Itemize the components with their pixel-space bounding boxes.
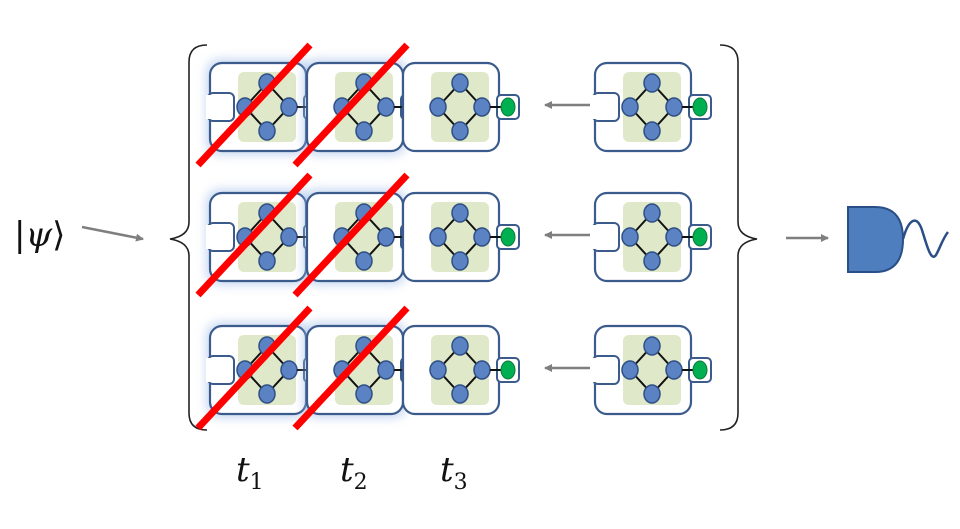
module-core bbox=[238, 335, 296, 405]
network-node bbox=[451, 251, 469, 271]
network-node bbox=[643, 73, 661, 93]
right-bracket bbox=[719, 44, 758, 431]
module-r3-c3 bbox=[401, 324, 520, 416]
cross-r3-c2 bbox=[292, 305, 410, 431]
network-node bbox=[377, 227, 395, 247]
network-node bbox=[451, 203, 469, 223]
notch-gap bbox=[591, 358, 597, 382]
port-dot bbox=[500, 97, 516, 117]
wave-icon bbox=[901, 219, 949, 258]
module-core bbox=[335, 72, 393, 142]
network-node bbox=[643, 384, 661, 404]
cross-r1-c2 bbox=[292, 42, 410, 168]
port-dot bbox=[500, 227, 516, 247]
network-node bbox=[355, 384, 373, 404]
network-node bbox=[643, 121, 661, 141]
time-label-t2: t2 bbox=[340, 450, 368, 495]
network-node bbox=[451, 121, 469, 141]
network-node bbox=[429, 227, 447, 247]
time-label-t3: t3 bbox=[440, 450, 468, 495]
module-core bbox=[335, 202, 393, 272]
network-node bbox=[258, 251, 276, 271]
module-core bbox=[623, 202, 681, 272]
incoming-module-r2 bbox=[591, 191, 712, 283]
network-node bbox=[280, 360, 298, 380]
network-node bbox=[355, 121, 373, 141]
network-node bbox=[429, 97, 447, 117]
network-node bbox=[377, 97, 395, 117]
module-core bbox=[623, 72, 681, 142]
cross-r2-c2 bbox=[292, 172, 410, 298]
network-node bbox=[621, 227, 639, 247]
port-dot bbox=[692, 97, 708, 117]
ket-open: | bbox=[14, 215, 25, 255]
input-state-label: |ψ⟩ bbox=[14, 215, 65, 255]
network-node bbox=[665, 97, 683, 117]
module-grid bbox=[195, 42, 712, 431]
notch-gap bbox=[206, 95, 212, 119]
network-node bbox=[429, 360, 447, 380]
network-node bbox=[473, 360, 491, 380]
notch-gap bbox=[206, 225, 212, 249]
notch-gap bbox=[206, 358, 212, 382]
incoming-module-r1 bbox=[591, 61, 712, 153]
module-r1-c3 bbox=[401, 61, 520, 153]
port-dot bbox=[692, 227, 708, 247]
photodetector-icon bbox=[847, 206, 905, 273]
network-node bbox=[451, 336, 469, 356]
network-node bbox=[621, 97, 639, 117]
notch-gap bbox=[591, 225, 597, 249]
psi-symbol: ψ bbox=[25, 215, 52, 255]
module-core bbox=[431, 202, 489, 272]
module-core bbox=[335, 335, 393, 405]
module-r2-c3 bbox=[401, 191, 520, 283]
module-core bbox=[431, 72, 489, 142]
network-node bbox=[473, 227, 491, 247]
port-dot bbox=[500, 360, 516, 380]
left-bracket bbox=[169, 44, 208, 431]
network-node bbox=[643, 336, 661, 356]
cross-r2-c1 bbox=[195, 172, 313, 298]
cross-r3-c1 bbox=[195, 305, 313, 431]
network-node bbox=[280, 97, 298, 117]
network-node bbox=[665, 227, 683, 247]
time-label-t1: t1 bbox=[236, 450, 264, 495]
network-node bbox=[665, 360, 683, 380]
incoming-module-r3 bbox=[591, 324, 712, 416]
cross-r1-c1 bbox=[195, 42, 313, 168]
input-arrow bbox=[81, 225, 144, 242]
module-core bbox=[623, 335, 681, 405]
network-node bbox=[451, 73, 469, 93]
module-core bbox=[431, 335, 489, 405]
network-node bbox=[280, 227, 298, 247]
network-node bbox=[258, 121, 276, 141]
network-node bbox=[451, 384, 469, 404]
network-node bbox=[643, 203, 661, 223]
network-node bbox=[621, 360, 639, 380]
network-node bbox=[643, 251, 661, 271]
network-node bbox=[355, 251, 373, 271]
port-dot bbox=[692, 360, 708, 380]
network-node bbox=[377, 360, 395, 380]
module-core bbox=[238, 72, 296, 142]
network-node bbox=[258, 384, 276, 404]
notch-gap bbox=[591, 95, 597, 119]
network-node bbox=[473, 97, 491, 117]
ket-close: ⟩ bbox=[52, 215, 65, 255]
module-core bbox=[238, 202, 296, 272]
